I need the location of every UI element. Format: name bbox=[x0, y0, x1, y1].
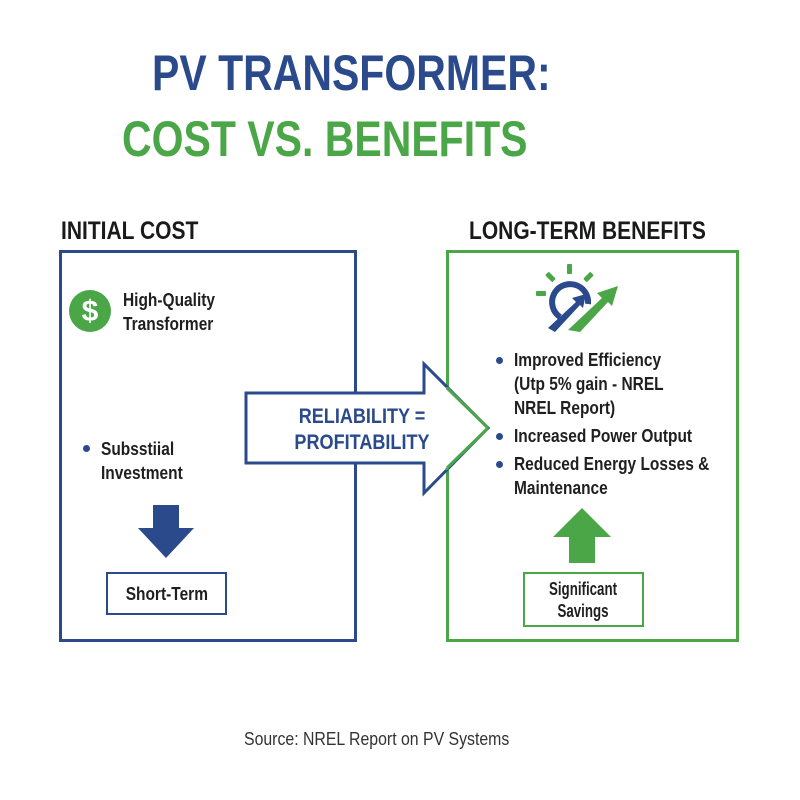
savings-line-1: Significant bbox=[549, 578, 618, 599]
source-citation: Source: NREL Report on PV Systems bbox=[244, 729, 510, 749]
svg-text:$: $ bbox=[82, 295, 99, 328]
bullet-dot bbox=[496, 461, 503, 468]
arrow-line-1: RELIABILITY = bbox=[298, 405, 426, 428]
bullet-dot bbox=[83, 445, 90, 452]
benefit-1-line-2: (Utp 5% gain - NREL bbox=[514, 374, 664, 394]
long-term-benefits-heading: LONG-TERM BENEFITS bbox=[469, 217, 706, 245]
benefit-3-line-2: Maintenance bbox=[514, 478, 608, 498]
investment-line-1: Subsstiial bbox=[101, 439, 175, 459]
arrow-line-2: PROFITABILITY bbox=[294, 431, 430, 454]
benefit-2-line-1: Increased Power Output bbox=[514, 426, 693, 446]
short-term-text: Short-Term bbox=[125, 583, 208, 604]
initial-cost-heading: INITIAL COST bbox=[61, 217, 199, 245]
title-line-1: PV TRANSFORMER: bbox=[152, 45, 551, 101]
reliability-profitability-label: RELIABILITY = PROFITABILITY bbox=[262, 404, 462, 456]
investment-line-2: Investment bbox=[101, 463, 183, 483]
title-line-2: COST VS. BENEFITS bbox=[122, 111, 528, 167]
high-quality-text: High-Quality bbox=[123, 290, 216, 310]
savings-line-2: Savings bbox=[557, 600, 610, 621]
significant-savings-label: Significant Savings bbox=[523, 572, 644, 627]
bullet-dot bbox=[496, 433, 503, 440]
up-arrow-icon bbox=[553, 508, 611, 563]
benefit-1-line-1: Improved Efficiency bbox=[514, 350, 662, 370]
benefit-3-line-1: Reduced Energy Losses & bbox=[514, 454, 710, 474]
dollar-circle-icon: $ bbox=[69, 290, 111, 332]
down-arrow-icon bbox=[138, 505, 194, 558]
transformer-text: Transformer bbox=[123, 314, 214, 334]
bullet-dot bbox=[496, 357, 503, 364]
sun-growth-arrow-icon bbox=[536, 264, 618, 332]
short-term-label: Short-Term bbox=[106, 572, 227, 615]
benefit-1-line-3: NREL Report) bbox=[514, 398, 616, 418]
